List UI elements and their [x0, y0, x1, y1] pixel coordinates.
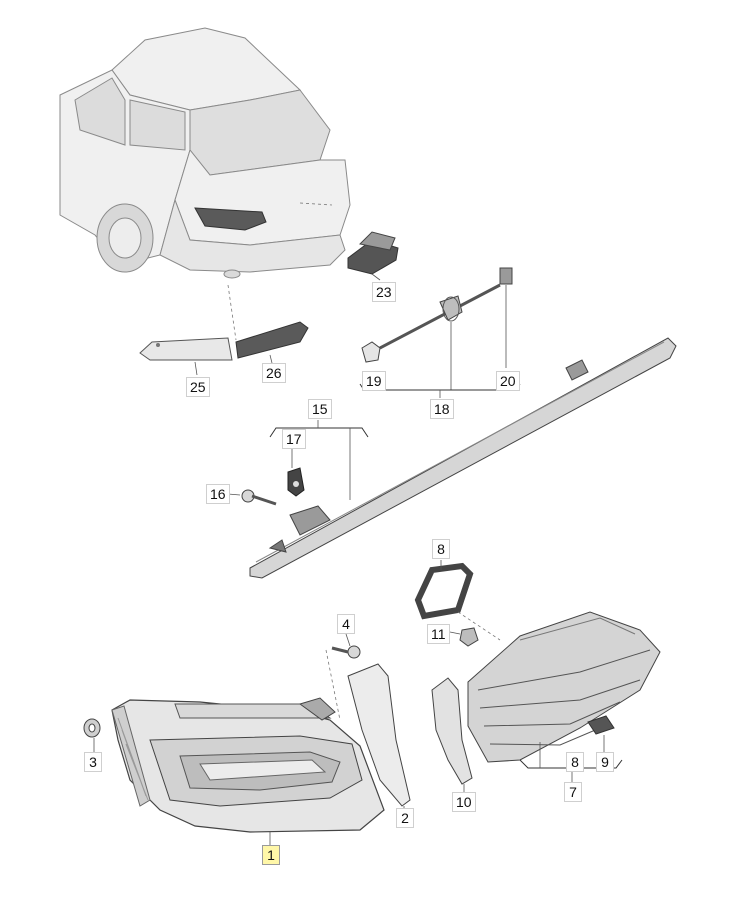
part-2-trim [347, 663, 411, 807]
trim-strip [249, 337, 677, 579]
part-10-trim [431, 677, 473, 785]
part-8-seal [414, 562, 474, 620]
part-23-plate-light [347, 231, 399, 281]
part-9-pad [587, 715, 615, 735]
car-illustration [59, 27, 351, 279]
part-18-cable [379, 283, 501, 350]
callout-11[interactable]: 11 [427, 624, 450, 644]
car-taillight [194, 207, 267, 231]
part-16-screw [241, 489, 277, 506]
callout-26[interactable]: 26 [262, 363, 286, 383]
part-26-reflector [235, 321, 309, 364]
part-3-nut [83, 718, 101, 738]
part-20-connector [499, 267, 513, 285]
callout-4[interactable]: 4 [337, 614, 355, 634]
callout-20[interactable]: 20 [496, 371, 520, 391]
part-25-reflector [139, 337, 233, 376]
part-11-nut [459, 627, 479, 647]
callout-18[interactable]: 18 [430, 399, 454, 419]
callout-16[interactable]: 16 [206, 484, 230, 504]
callout-25[interactable]: 25 [186, 377, 210, 397]
callout-2[interactable]: 2 [396, 808, 414, 828]
part-17-clip [287, 467, 305, 497]
part-19-bulb-socket [361, 341, 381, 363]
callout-1-selected[interactable]: 1 [262, 845, 280, 865]
callout-3[interactable]: 3 [84, 752, 102, 772]
callout-8-bottom[interactable]: 8 [566, 752, 584, 772]
callout-23[interactable]: 23 [372, 282, 396, 302]
callout-19[interactable]: 19 [362, 371, 386, 391]
part-4-screw [331, 645, 361, 659]
callout-10[interactable]: 10 [452, 792, 476, 812]
callout-7[interactable]: 7 [564, 782, 582, 802]
callout-9[interactable]: 9 [596, 752, 614, 772]
callout-17[interactable]: 17 [282, 429, 306, 449]
part-1-outer-taillight [111, 697, 385, 833]
part-7-inner-taillight [467, 611, 661, 763]
callout-8-top[interactable]: 8 [432, 539, 450, 559]
callout-15[interactable]: 15 [308, 399, 332, 419]
